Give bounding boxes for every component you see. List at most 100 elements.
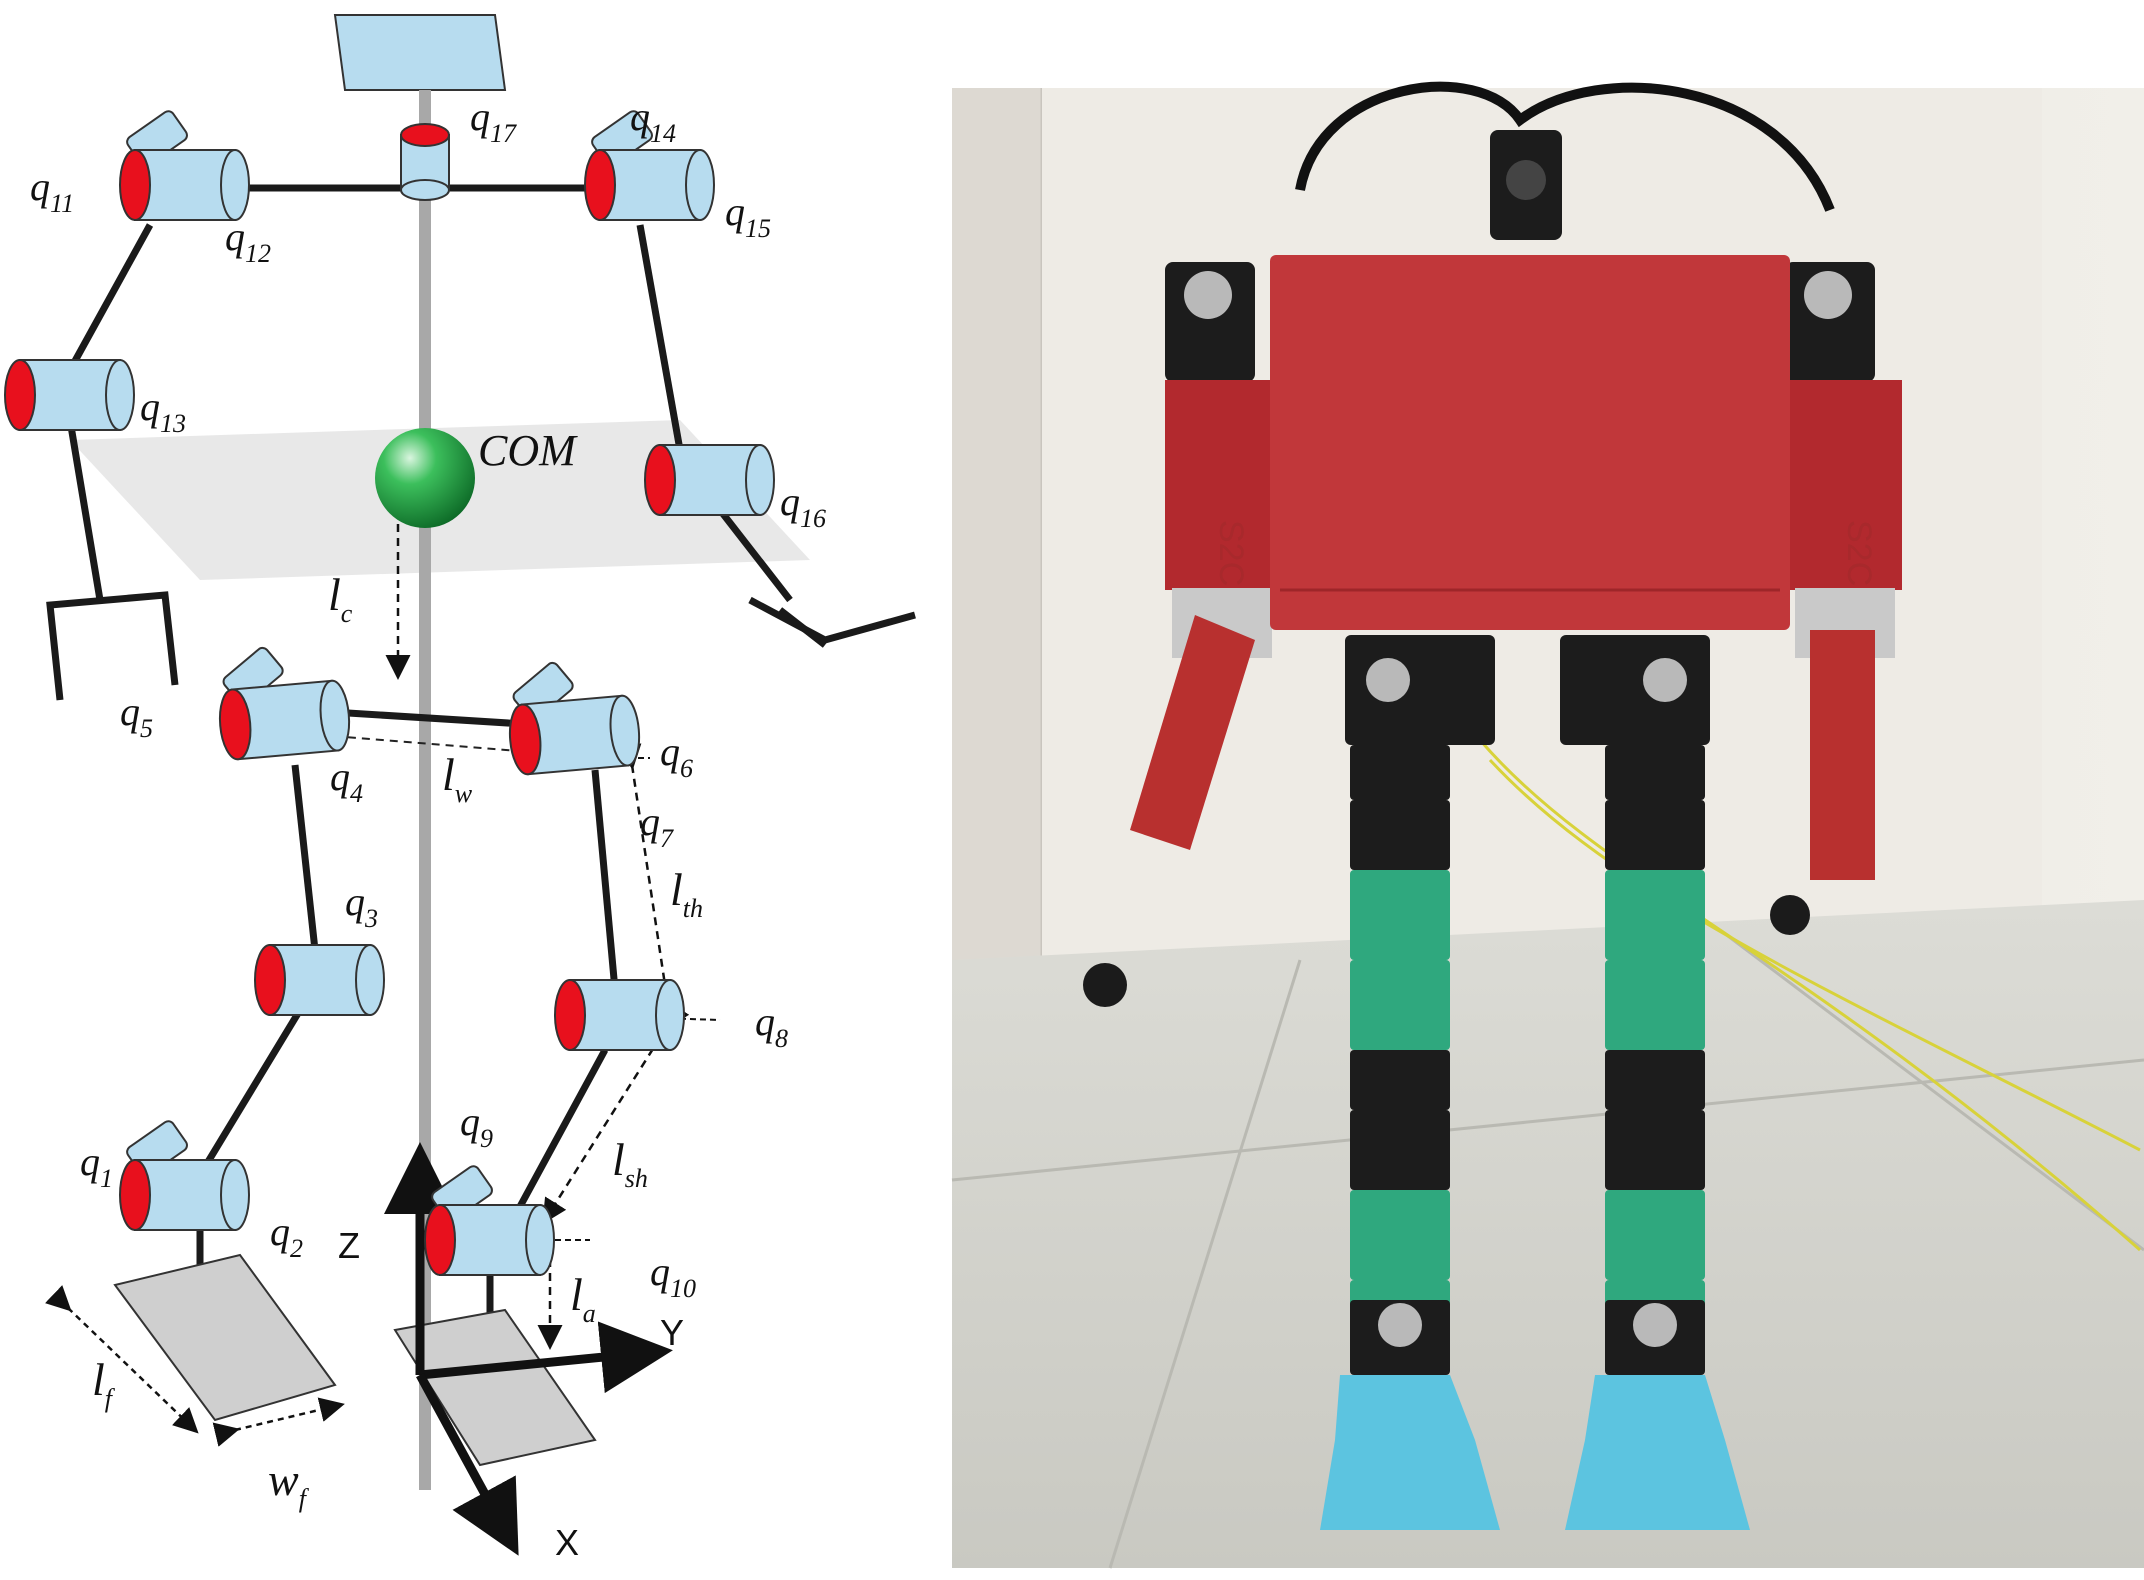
joints-group (4, 110, 775, 1276)
floor-seam-3 (1719, 928, 2144, 1252)
robot-photo: S2C S2C (951, 81, 2144, 1569)
left-upper-arm (66, 223, 154, 372)
top-cable (1295, 81, 1835, 212)
left-forearm-shell (1130, 615, 1255, 850)
robot-legs (1350, 745, 1705, 1375)
left-leg-segment-6 (1350, 1110, 1450, 1190)
left-hand (46, 591, 179, 701)
left-leg-segment-7 (1350, 1190, 1450, 1280)
partition-wheel-left (1083, 963, 1127, 1007)
right-hand (748, 596, 916, 644)
left-arm-marking: S2C (1212, 520, 1250, 586)
foot-length-dash (44, 1285, 199, 1434)
joint-q1 (119, 1120, 250, 1231)
left-thigh (291, 764, 319, 951)
left-hip-servo (1345, 635, 1495, 745)
com-label: COM (478, 426, 578, 475)
joint-label-q12: q12 (225, 214, 271, 268)
left-foot (113, 1253, 337, 1422)
joint-label-q2: q2 (270, 1209, 303, 1263)
right-thigh (591, 769, 619, 991)
joint-label-q9: q9 (460, 1099, 493, 1153)
right-leg-segment-7 (1605, 1190, 1705, 1280)
thigh-length-dash (616, 743, 678, 1010)
left-foot-shell (1320, 1375, 1500, 1530)
joint-q6 (508, 661, 641, 776)
left-leg-segment-4 (1350, 960, 1450, 1050)
right-leg-segment-5 (1605, 1050, 1705, 1110)
dimension-label-lf: lf (92, 1354, 116, 1413)
joint-label-q11: q11 (30, 164, 74, 218)
shin-length-dash (542, 1001, 690, 1225)
right-shin (506, 1048, 609, 1227)
dimension-label-lw: lw (442, 749, 473, 808)
left-forearm (66, 419, 104, 601)
dimension-label-lc: lc (328, 569, 353, 628)
joint-q3 (254, 944, 385, 1016)
left-shin (197, 1008, 303, 1177)
dimension-label-lsh: lsh (612, 1134, 648, 1193)
joint-q13 (4, 359, 135, 431)
joint-label-q4: q4 (330, 754, 363, 808)
left-leg-segment-2 (1350, 800, 1450, 870)
right-leg-segment-4 (1605, 960, 1705, 1050)
axis-label-x: X (555, 1522, 579, 1563)
x-axis (416, 1372, 519, 1556)
right-upper-arm (636, 224, 684, 451)
photo-floor (952, 900, 2144, 1568)
right-hip-horn (1643, 658, 1687, 702)
joint-q8 (554, 979, 685, 1051)
joint-label-q17: q17 (470, 94, 517, 148)
right-leg-segment-3 (1605, 870, 1705, 960)
joint-label-q1: q1 (80, 1139, 113, 1193)
photo-wall-left (952, 88, 1042, 1018)
left-leg-segment-1 (1350, 745, 1450, 800)
joint-q9 (424, 1165, 555, 1276)
labels-group: q1q2q3q4q5q6q7q8q9q10q11q12q13q14q15q16q… (30, 94, 826, 1563)
floor-seam-1 (951, 1058, 2144, 1182)
left-ankle-horn (1378, 1303, 1422, 1347)
com-sphere (375, 428, 475, 528)
right-hand-finger (777, 607, 828, 648)
right-arm-marking: S2C (1840, 520, 1878, 586)
right-shoulder-horn (1804, 271, 1852, 319)
joint-label-q5: q5 (120, 689, 153, 743)
yellow-cable-2 (1488, 758, 2141, 1152)
partition-wheel-right (1770, 895, 1810, 935)
right-forearm-shell (1810, 630, 1875, 880)
head-plate (333, 14, 507, 91)
dimension-label-wf: wf (268, 1454, 310, 1513)
joint-q14 (584, 110, 715, 221)
joint-label-q15: q15 (725, 189, 771, 243)
axis-label-y: Y (660, 1312, 684, 1353)
left-leg-segment-3 (1350, 870, 1450, 960)
right-leg-segment-6 (1605, 1110, 1705, 1190)
left-shoulder-horn (1184, 271, 1232, 319)
robot-head-horn (1506, 160, 1546, 200)
foot-width-dash (212, 1397, 345, 1447)
joint-q17 (400, 123, 450, 201)
robot-torso (1270, 255, 1790, 630)
left-hip-horn (1366, 658, 1410, 702)
joint-label-q16: q16 (780, 479, 826, 533)
left-leg-segment-5 (1350, 1050, 1450, 1110)
floor-seam-2 (1108, 959, 1302, 1569)
joint-q11 (119, 110, 250, 221)
joint-label-q6: q6 (660, 729, 693, 783)
left-upper-arm-shell (1165, 380, 1277, 590)
right-ankle-horn (1633, 1303, 1677, 1347)
right-forearm (717, 507, 793, 603)
axis-label-z: Z (338, 1225, 360, 1266)
y-axis (419, 1321, 673, 1394)
right-upper-arm-shell (1790, 380, 1902, 590)
dimension-label-lth: lth (670, 864, 703, 923)
right-leg-segment-1 (1605, 745, 1705, 800)
joint-label-q14: q14 (630, 94, 676, 148)
joint-label-q8: q8 (755, 999, 788, 1053)
joint-q4 (218, 646, 351, 761)
joint-label-q10: q10 (650, 1249, 696, 1303)
joint-label-q3: q3 (345, 879, 378, 933)
right-foot (393, 1308, 597, 1467)
